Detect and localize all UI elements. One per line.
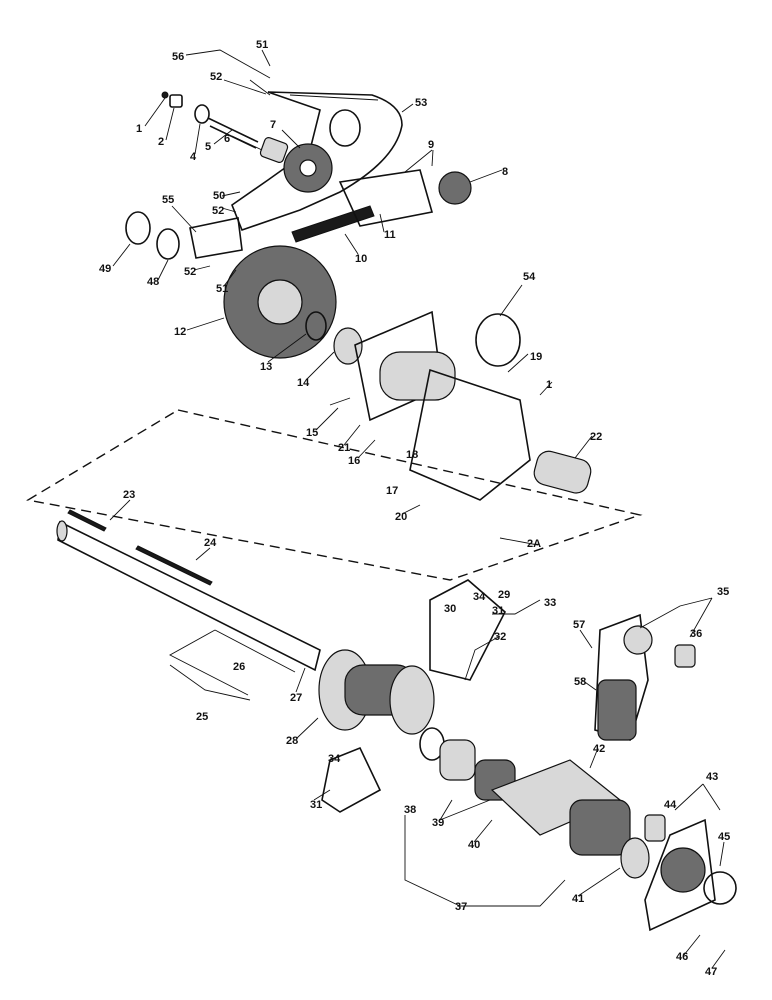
callout-52c: 52 bbox=[184, 266, 196, 278]
callout-51b: 51 bbox=[216, 283, 228, 295]
callout-19: 19 bbox=[530, 351, 542, 363]
callout-52a: 52 bbox=[210, 71, 222, 83]
callout-34b: 34 bbox=[328, 753, 341, 765]
callout-28: 28 bbox=[286, 735, 298, 747]
callout-24: 24 bbox=[204, 537, 217, 549]
callout-48: 48 bbox=[147, 276, 159, 288]
callout-58: 58 bbox=[574, 676, 586, 688]
callout-56: 56 bbox=[172, 51, 184, 63]
callout-6: 6 bbox=[224, 133, 230, 145]
shaft-hardware bbox=[161, 91, 289, 163]
callout-30: 30 bbox=[444, 603, 456, 615]
arm-upper bbox=[594, 613, 696, 741]
callout-21: 21 bbox=[338, 442, 350, 454]
callout-52b: 52 bbox=[212, 205, 224, 217]
arm-lower bbox=[644, 814, 737, 932]
brackets bbox=[321, 579, 506, 813]
callout-18: 18 bbox=[406, 449, 418, 461]
callout-31a: 31 bbox=[492, 605, 504, 617]
callout-5: 5 bbox=[205, 141, 211, 153]
callout-43: 43 bbox=[706, 771, 718, 783]
callout-42: 42 bbox=[593, 743, 605, 755]
bracket-and-rings bbox=[125, 211, 243, 260]
callout-29: 29 bbox=[498, 589, 510, 601]
callout-17: 17 bbox=[386, 485, 398, 497]
callout-31b: 31 bbox=[310, 799, 322, 811]
dashed-boundary bbox=[26, 409, 643, 581]
shaft bbox=[56, 509, 321, 701]
callout-53: 53 bbox=[415, 97, 427, 109]
callout-1a: 1 bbox=[136, 123, 142, 135]
callout-leaders bbox=[109, 49, 726, 969]
callout-34a: 34 bbox=[473, 591, 486, 603]
callout-37: 37 bbox=[455, 901, 467, 913]
chain-guard bbox=[231, 79, 403, 232]
callout-15: 15 bbox=[306, 427, 318, 439]
flange-bearing bbox=[318, 649, 435, 735]
drive-chain bbox=[291, 169, 472, 243]
callout-20: 20 bbox=[395, 511, 407, 523]
callout-25: 25 bbox=[196, 711, 208, 723]
callout-54: 54 bbox=[523, 271, 536, 283]
callout-44: 44 bbox=[664, 799, 677, 811]
callout-7: 7 bbox=[270, 119, 276, 131]
bushings bbox=[419, 727, 516, 801]
housing-assembly bbox=[329, 310, 592, 501]
sprocket-small bbox=[283, 143, 333, 193]
callout-27: 27 bbox=[290, 692, 302, 704]
callout-45: 45 bbox=[718, 831, 730, 843]
callout-26: 26 bbox=[233, 661, 245, 673]
callout-9: 9 bbox=[428, 139, 434, 151]
callout-41: 41 bbox=[572, 893, 584, 905]
callout-22: 22 bbox=[590, 431, 602, 443]
callout-10: 10 bbox=[355, 253, 367, 265]
callout-40: 40 bbox=[468, 839, 480, 851]
callout-50: 50 bbox=[213, 190, 225, 202]
callout-23: 23 bbox=[123, 489, 135, 501]
callout-49: 49 bbox=[99, 263, 111, 275]
callout-47: 47 bbox=[705, 966, 717, 978]
callout-14: 14 bbox=[297, 377, 310, 389]
part-callouts: 1 2 4 5 6 7 8 9 10 11 12 13 14 15 16 17 … bbox=[99, 39, 730, 978]
callout-55: 55 bbox=[162, 194, 174, 206]
callout-35: 35 bbox=[717, 586, 729, 598]
callout-8: 8 bbox=[502, 166, 508, 178]
callout-46: 46 bbox=[676, 951, 688, 963]
callout-2: 2 bbox=[158, 136, 164, 148]
callout-11: 11 bbox=[384, 229, 396, 241]
callout-12: 12 bbox=[174, 326, 186, 338]
callout-16: 16 bbox=[348, 455, 360, 467]
callout-32: 32 bbox=[494, 631, 506, 643]
sprocket-large bbox=[223, 245, 363, 365]
callout-33: 33 bbox=[544, 597, 556, 609]
callout-4: 4 bbox=[190, 151, 197, 163]
callout-38: 38 bbox=[404, 804, 416, 816]
callout-57: 57 bbox=[573, 619, 585, 631]
spline-housing bbox=[490, 759, 650, 879]
callout-13: 13 bbox=[260, 361, 272, 373]
callout-51a: 51 bbox=[256, 39, 268, 51]
